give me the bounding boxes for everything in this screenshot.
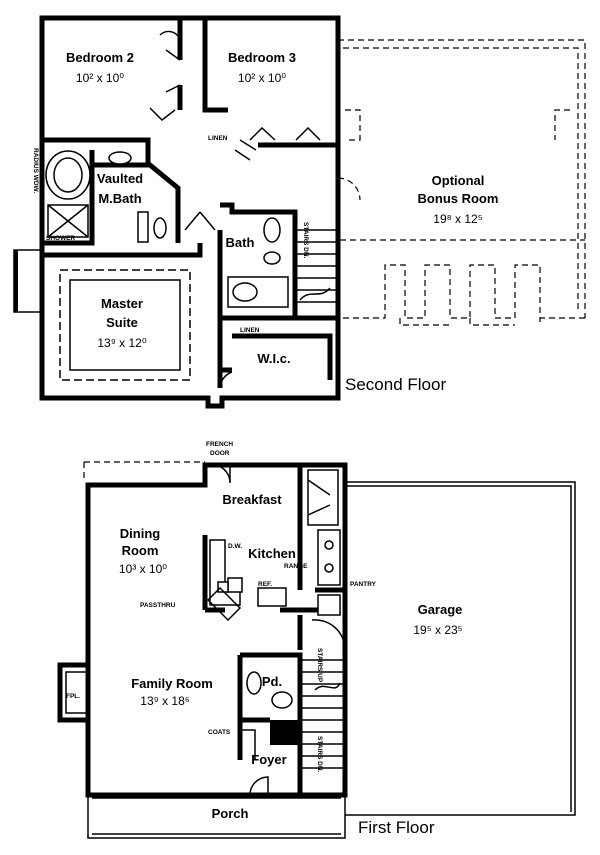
fireplace-label: FPL. — [66, 693, 80, 700]
second-floor-stairs — [295, 229, 338, 303]
first-floor-doors — [87, 464, 346, 796]
first-floor-stairs — [300, 659, 345, 769]
room-label: Porch — [212, 806, 249, 821]
second-floor-exterior-wall — [39, 15, 341, 409]
room-label: Breakfast — [222, 492, 282, 507]
room-label: Garage — [418, 602, 463, 617]
room-label: Dining — [120, 526, 160, 541]
second-floor-labels: Bedroom 2 10² x 10⁰ Bedroom 3 10² x 10⁰ … — [32, 50, 498, 366]
shower-note: SHOWER — [46, 235, 76, 242]
room-label: Bath — [226, 235, 255, 250]
floor-caption: First Floor — [358, 818, 435, 837]
passthru-note: PASSTHRU — [140, 602, 176, 609]
first-floor-interior-walls — [202, 465, 345, 795]
french-door-note: DOOR — [210, 450, 230, 457]
room-label: Bedroom 2 — [66, 50, 134, 65]
room-label-line2: M.Bath — [98, 191, 141, 206]
floor-caption: Second Floor — [345, 375, 446, 394]
second-floor-doors — [149, 30, 321, 389]
pantry-note: PANTRY — [350, 581, 377, 588]
room-dimensions: 13⁹ x 18⁶ — [140, 694, 190, 708]
room-dimensions: 13⁹ x 12⁰ — [97, 336, 147, 350]
refrigerator-note: REF. — [258, 581, 272, 588]
room-label-line2: Bonus Room — [418, 191, 499, 206]
room-label: Master — [101, 296, 143, 311]
room-dimensions: 19⁵ x 23⁵ — [413, 623, 462, 637]
first-floor-labels: FRENCH DOOR Breakfast Dining Room 10³ x … — [66, 441, 463, 821]
room-dimensions: 19⁸ x 12⁵ — [433, 212, 482, 226]
room-label: Kitchen — [248, 546, 296, 561]
coats-note: COATS — [208, 729, 231, 736]
room-label: Optional — [432, 173, 485, 188]
garage-outline — [345, 481, 576, 816]
linen-note: LINEN — [208, 135, 228, 142]
first-floor-exterior-wall — [85, 462, 348, 798]
second-floor-plan: Bedroom 2 10² x 10⁰ Bedroom 3 10² x 10⁰ … — [13, 15, 586, 409]
stairs-down-note: STAIRS DN. — [316, 736, 323, 773]
room-label: Bedroom 3 — [228, 50, 296, 65]
room-label-line2: Room — [122, 543, 159, 558]
french-door-note: FRENCH — [206, 441, 233, 448]
first-floor-plan: FRENCH DOOR Breakfast Dining Room 10³ x … — [57, 441, 576, 839]
master-window-bay — [13, 249, 42, 313]
room-dimensions: 10² x 10⁰ — [238, 71, 286, 85]
room-dimensions: 10² x 10⁰ — [76, 71, 124, 85]
room-label: Foyer — [251, 752, 286, 767]
room-label: Vaulted — [97, 171, 143, 186]
room-dimensions: 10³ x 10⁰ — [119, 562, 167, 576]
dishwasher-note: D.W. — [228, 543, 242, 550]
linen-note: LINEN — [240, 327, 260, 334]
room-label-line2: Suite — [106, 315, 138, 330]
bonus-room-outline — [337, 39, 586, 326]
second-floor-fixtures — [45, 150, 289, 381]
radius-window-note: RADIUS WDW. — [32, 148, 39, 193]
room-label: Family Room — [131, 676, 213, 691]
room-label: W.I.c. — [257, 351, 290, 366]
first-floor-fixtures — [206, 469, 341, 760]
stairs-up-note: STAIRS UP — [316, 648, 323, 683]
room-label: Pd. — [262, 674, 282, 689]
patio-dashed-outline — [83, 461, 205, 482]
range-note: RANGE — [284, 563, 308, 570]
stairs-note: STAIRS DN. — [302, 222, 309, 259]
second-floor-interior-walls — [42, 18, 338, 388]
fireplace — [57, 662, 88, 723]
